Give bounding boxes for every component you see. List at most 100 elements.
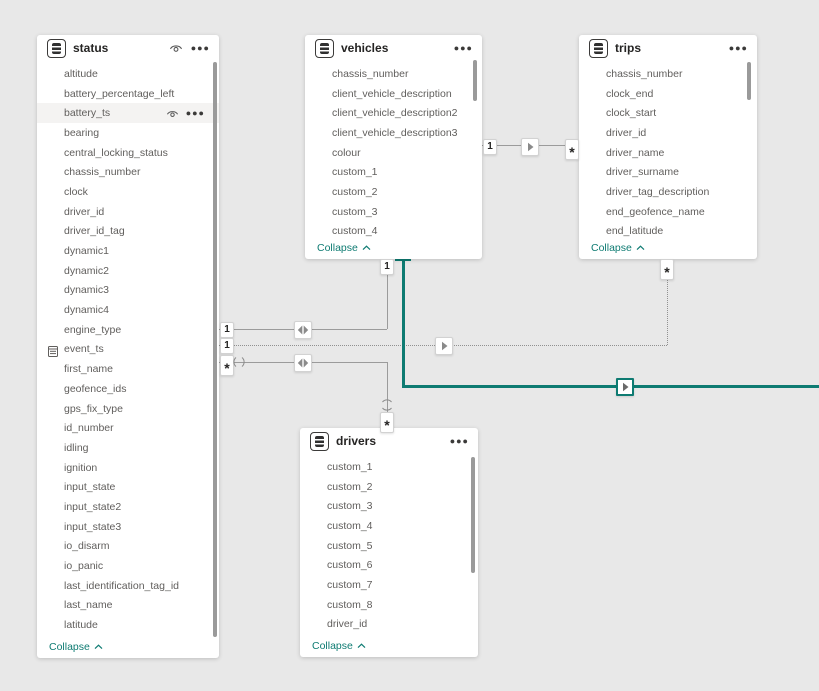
more-options-icon[interactable]: ●●●	[449, 435, 469, 446]
field-row[interactable]: chassis_number	[305, 64, 482, 84]
field-row[interactable]: clock_end	[579, 84, 757, 104]
field-row[interactable]: engine_type ●●●	[37, 320, 219, 340]
collapse-link[interactable]: Collapse	[591, 242, 645, 254]
field-row[interactable]: battery_percentage_left ●●●	[37, 84, 219, 104]
field-row[interactable]: ignition ●●●	[37, 458, 219, 478]
collapse-label: Collapse	[49, 641, 90, 653]
field-row[interactable]: driver_id	[300, 615, 478, 635]
field-row[interactable]: custom_4	[305, 222, 482, 242]
filter-direction-both-icon[interactable]	[294, 321, 312, 339]
table-header[interactable]: status ●●●	[37, 35, 219, 61]
more-options-icon[interactable]: ●●●	[453, 42, 473, 53]
filter-direction-arrow-icon[interactable]	[435, 337, 453, 355]
field-row[interactable]: client_vehicle_description2	[305, 103, 482, 123]
relationship-line-status-vehicles[interactable]	[387, 272, 388, 329]
filter-direction-both-icon[interactable]	[294, 354, 312, 372]
cardinality-marker-many[interactable]: *	[220, 355, 234, 376]
field-row[interactable]: end_geofence_name	[579, 202, 757, 222]
field-label: io_panic	[64, 560, 104, 573]
table-card-status[interactable]: status ●●● altitude	[37, 35, 219, 658]
table-card-drivers[interactable]: drivers ●●● custom_1 custom_2 custom_3 c…	[300, 428, 478, 657]
field-row[interactable]: client_vehicle_description	[305, 84, 482, 104]
field-row[interactable]: latitude ●●●	[37, 615, 219, 635]
field-row[interactable]: geofence_ids ●●●	[37, 379, 219, 399]
table-header[interactable]: trips ●●●	[579, 35, 757, 61]
field-row[interactable]: first_name ●●●	[37, 359, 219, 379]
collapse-link[interactable]: Collapse	[317, 242, 371, 254]
field-row[interactable]: id_number ●●●	[37, 418, 219, 438]
field-row[interactable]: gps_fix_type ●●●	[37, 399, 219, 419]
field-row[interactable]: bearing ●●●	[37, 123, 219, 143]
field-row[interactable]: clock_start	[579, 103, 757, 123]
field-row[interactable]: altitude ●●●	[37, 64, 219, 84]
field-row[interactable]: last_name ●●●	[37, 596, 219, 616]
field-row[interactable]: custom_2	[305, 182, 482, 202]
field-row[interactable]: custom_1	[300, 457, 478, 477]
field-row[interactable]: custom_6	[300, 555, 478, 575]
field-row[interactable]: dynamic2 ●●●	[37, 261, 219, 281]
relationship-line-status-trips-inactive[interactable]	[667, 272, 668, 345]
field-row[interactable]: custom_8	[300, 595, 478, 615]
field-row[interactable]: custom_1	[305, 162, 482, 182]
collapse-link[interactable]: Collapse	[312, 640, 366, 652]
collapse-link[interactable]: Collapse	[49, 641, 103, 653]
field-row[interactable]: client_vehicle_description3	[305, 123, 482, 143]
field-row[interactable]: driver_id ●●●	[37, 202, 219, 222]
visibility-eye-icon[interactable]	[166, 108, 179, 119]
field-row[interactable]: io_disarm ●●●	[37, 537, 219, 557]
field-row[interactable]: battery_ts ●●●	[37, 103, 219, 124]
relationship-line-status-drivers[interactable]	[387, 362, 388, 413]
more-options-icon[interactable]: ●●●	[185, 107, 205, 118]
field-row[interactable]: driver_surname	[579, 162, 757, 182]
relationship-line-selected[interactable]	[402, 258, 405, 387]
cardinality-marker-one[interactable]: 1	[220, 322, 234, 338]
more-options-icon[interactable]: ●●●	[190, 42, 210, 53]
field-row[interactable]: custom_3	[305, 202, 482, 222]
field-row[interactable]: custom_5	[300, 536, 478, 556]
field-row[interactable]: input_state3 ●●●	[37, 517, 219, 537]
field-row[interactable]: event_ts ●●●	[37, 340, 219, 360]
field-row[interactable]: end_latitude	[579, 222, 757, 242]
filter-direction-arrow-icon-selected[interactable]	[616, 378, 634, 396]
cardinality-marker-many[interactable]: *	[565, 139, 579, 160]
more-options-icon[interactable]: ●●●	[728, 42, 748, 53]
field-row[interactable]: input_state ●●●	[37, 477, 219, 497]
scrollbar-thumb[interactable]	[471, 457, 475, 573]
field-row[interactable]: driver_tag_description	[579, 182, 757, 202]
table-header[interactable]: vehicles ●●●	[305, 35, 482, 61]
filter-direction-arrow-icon[interactable]	[521, 138, 539, 156]
field-row[interactable]: dynamic4 ●●●	[37, 300, 219, 320]
field-row[interactable]: last_identification_tag_id ●●●	[37, 576, 219, 596]
field-row[interactable]: chassis_number	[579, 64, 757, 84]
field-row[interactable]: colour	[305, 143, 482, 163]
cardinality-marker-many[interactable]: *	[380, 412, 394, 433]
field-row[interactable]: custom_4	[300, 516, 478, 536]
scrollbar-thumb[interactable]	[213, 62, 217, 637]
scrollbar-thumb[interactable]	[473, 60, 477, 101]
field-row[interactable]: driver_id	[579, 123, 757, 143]
field-row[interactable]: idling ●●●	[37, 438, 219, 458]
relationship-line-selected[interactable]	[402, 385, 819, 388]
cardinality-marker-many[interactable]: *	[660, 259, 674, 280]
field-row[interactable]: custom_7	[300, 575, 478, 595]
cardinality-marker-one[interactable]: 1	[380, 259, 394, 275]
table-header[interactable]: drivers ●●●	[300, 428, 478, 454]
table-card-trips[interactable]: trips ●●● chassis_number clock_end clock…	[579, 35, 757, 259]
cardinality-marker-one[interactable]: 1	[483, 139, 497, 155]
field-row[interactable]: driver_name	[579, 143, 757, 163]
field-row[interactable]: input_state2 ●●●	[37, 497, 219, 517]
scrollbar-thumb[interactable]	[747, 62, 751, 100]
field-row[interactable]: custom_3	[300, 496, 478, 516]
field-row[interactable]: clock ●●●	[37, 182, 219, 202]
field-row[interactable]: custom_2	[300, 477, 478, 497]
field-row[interactable]: io_panic ●●●	[37, 556, 219, 576]
field-row[interactable]: central_locking_status ●●●	[37, 143, 219, 163]
table-card-vehicles[interactable]: vehicles ●●● chassis_number client_vehic…	[305, 35, 482, 259]
field-row[interactable]: driver_id_tag ●●●	[37, 222, 219, 242]
field-row[interactable]: dynamic1 ●●●	[37, 241, 219, 261]
cardinality-marker-one[interactable]: 1	[220, 338, 234, 354]
field-row[interactable]: dynamic3 ●●●	[37, 281, 219, 301]
field-row[interactable]: chassis_number ●●●	[37, 162, 219, 182]
visibility-eye-icon[interactable]	[169, 42, 183, 54]
